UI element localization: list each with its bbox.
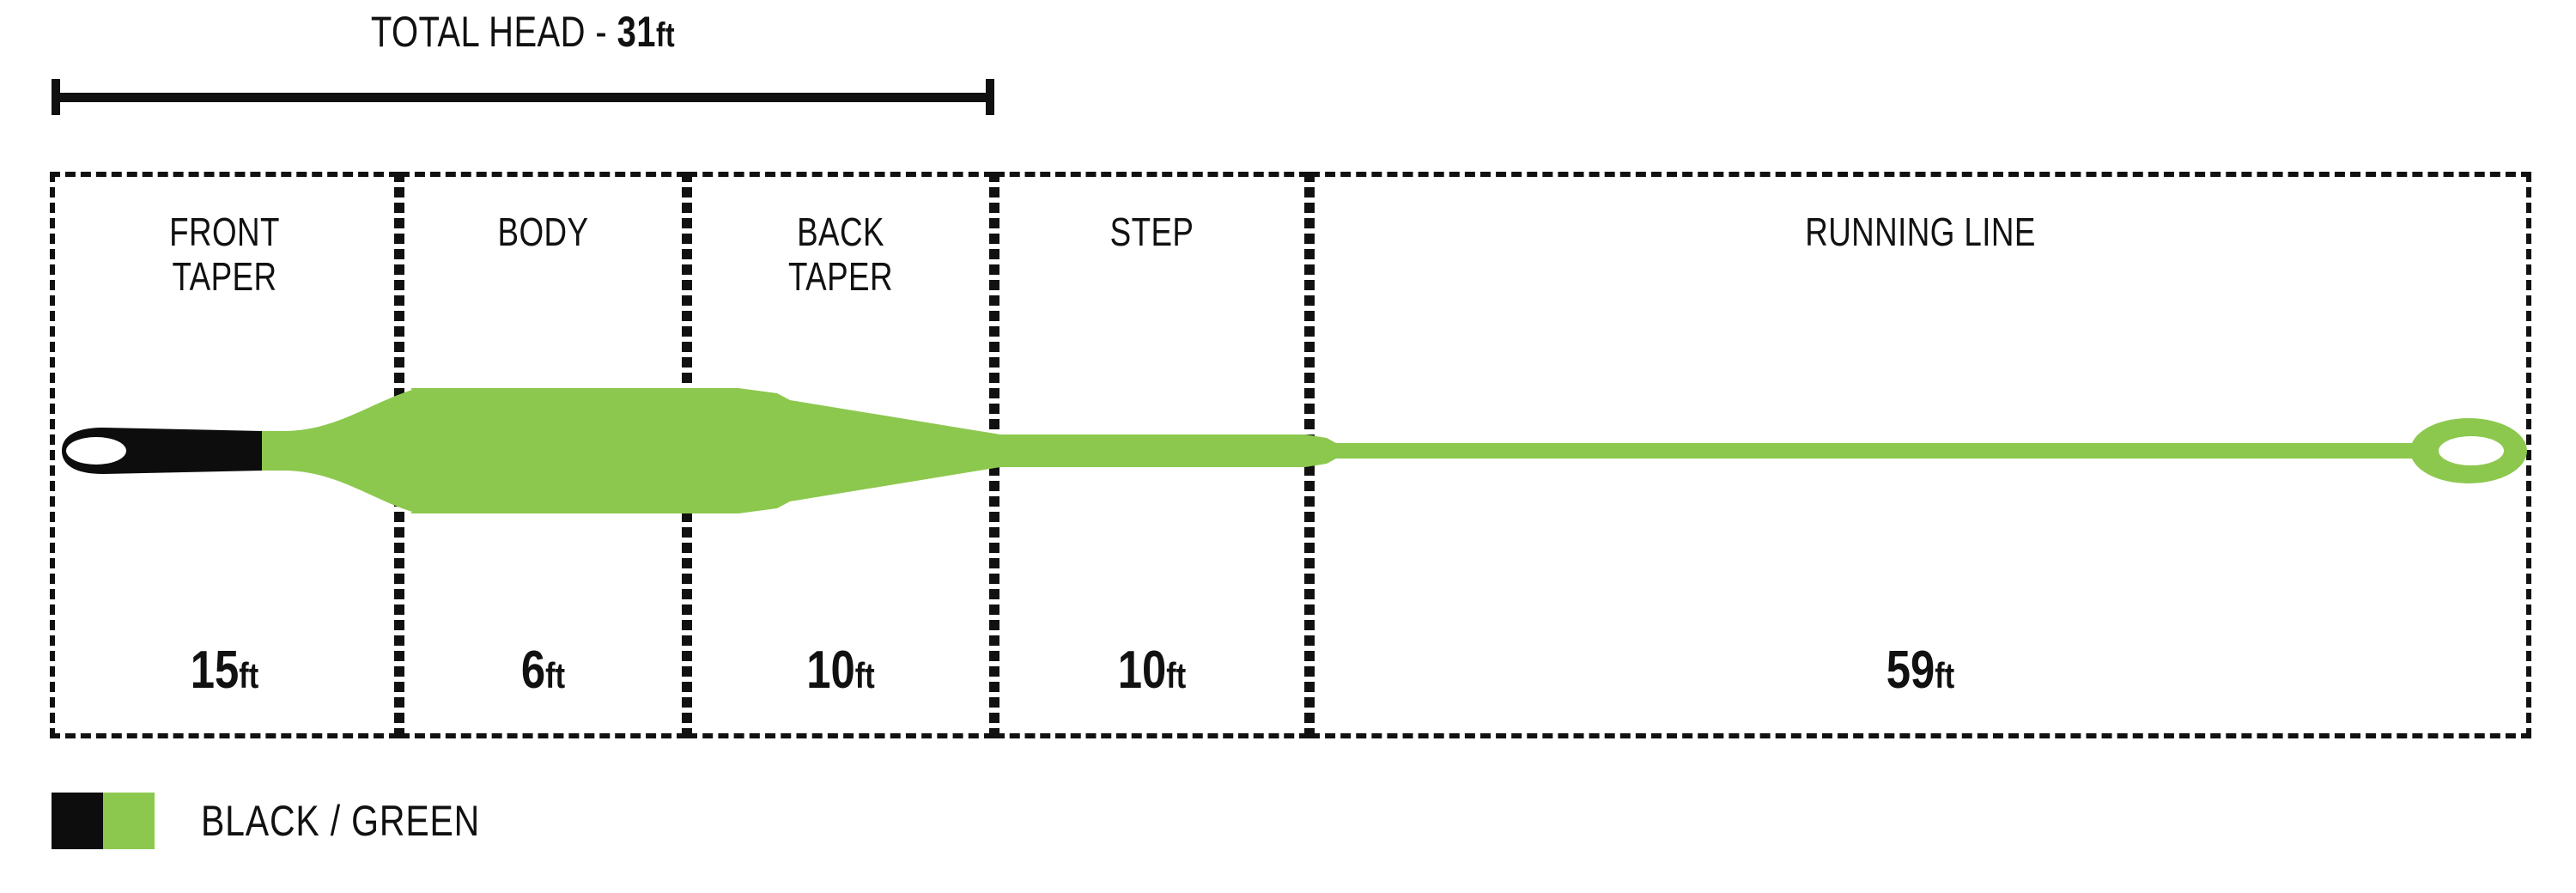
legend-label: BLACK / GREEN <box>201 797 481 845</box>
measure-value-step: 10 <box>1117 641 1167 700</box>
legend-swatch-black <box>52 793 103 849</box>
measure-unit-body: ft <box>545 655 566 696</box>
section-label-back-taper: BACK TAPER <box>788 210 893 299</box>
measure-unit-running-line: ft <box>1935 655 1955 696</box>
total-head-title: TOTAL HEAD - 31ft <box>146 7 900 57</box>
section-measure-running-line: 59ft <box>1424 642 2417 704</box>
total-head-bracket <box>52 79 994 115</box>
section-measure-front-taper: 15ft <box>86 642 364 704</box>
measure-unit-step: ft <box>1166 655 1187 696</box>
legend-swatch <box>52 793 155 849</box>
measure-unit-front-taper: ft <box>239 655 259 696</box>
total-head-label: TOTAL HEAD - <box>370 8 617 56</box>
section-running-line: RUNNING LINE 59ft <box>1309 172 2531 738</box>
legend-swatch-green <box>103 793 155 849</box>
section-step: STEP 10ft <box>994 172 1309 738</box>
measure-value-body: 6 <box>520 641 546 700</box>
section-label-body: BODY <box>497 210 589 254</box>
section-front-taper: FRONT TAPER 15ft <box>50 172 399 738</box>
color-legend: BLACK / GREEN <box>52 790 541 852</box>
section-boxes: FRONT TAPER 15ft BODY 6ft BACK TAPER 10f… <box>50 172 2531 738</box>
section-label-front-taper: FRONT TAPER <box>169 210 280 299</box>
section-label-step: STEP <box>1109 210 1194 254</box>
section-back-taper: BACK TAPER 10ft <box>687 172 994 738</box>
section-body: BODY 6ft <box>399 172 687 738</box>
measure-unit-back-taper: ft <box>854 655 875 696</box>
measure-value-back-taper: 10 <box>806 641 855 700</box>
total-head-value: 31 <box>617 8 656 56</box>
measure-value-running-line: 59 <box>1886 641 1935 700</box>
section-measure-back-taper: 10ft <box>719 642 963 704</box>
measure-value-front-taper: 15 <box>190 641 240 700</box>
section-measure-step: 10ft <box>1027 642 1277 704</box>
section-measure-body: 6ft <box>429 642 657 704</box>
total-head-unit: ft <box>655 16 676 54</box>
section-label-running-line: RUNNING LINE <box>1805 210 2036 254</box>
